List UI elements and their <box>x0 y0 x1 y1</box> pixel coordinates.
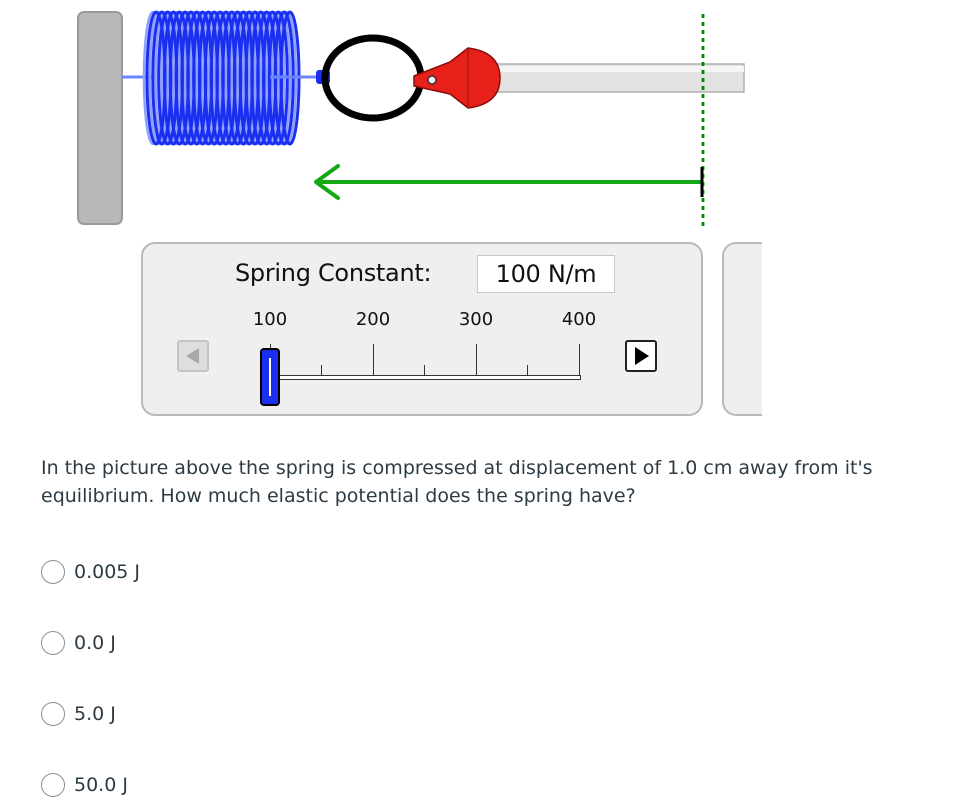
spring-constant-title: Spring Constant: <box>235 259 432 287</box>
radio-button[interactable] <box>41 702 65 726</box>
triangle-left-icon <box>186 348 199 364</box>
answer-option-label: 0.005 J <box>74 561 141 583</box>
wall <box>77 11 123 225</box>
pull-handle-icon[interactable] <box>413 47 501 109</box>
radio-button[interactable] <box>41 560 65 584</box>
slider-tick-label: 400 <box>561 309 597 330</box>
slider-thumb[interactable] <box>260 348 280 406</box>
simulation-canvas <box>77 10 745 226</box>
secondary-panel-edge <box>722 242 762 416</box>
slider-tick-label: 300 <box>458 309 494 330</box>
slider-tick-label: 200 <box>355 309 391 330</box>
answer-option[interactable]: 0.005 J <box>41 558 140 586</box>
spring-constant-panel: Spring Constant: 100 N/m 100 200 300 400 <box>141 242 703 416</box>
ring-hook-icon <box>321 34 425 122</box>
decrement-arrow-button[interactable] <box>177 340 209 372</box>
answer-option[interactable]: 5.0 J <box>41 700 116 728</box>
slider-minor-tick <box>321 365 322 376</box>
slider-major-tick <box>579 344 580 376</box>
radio-button[interactable] <box>41 631 65 655</box>
force-arrow-icon <box>314 164 704 200</box>
slider-tick-label: 100 <box>252 309 288 330</box>
answer-option[interactable]: 0.0 J <box>41 629 116 657</box>
triangle-right-icon <box>635 347 649 365</box>
increment-arrow-button[interactable] <box>625 340 657 372</box>
slider-minor-tick <box>424 365 425 376</box>
answer-option-label: 5.0 J <box>74 703 116 725</box>
spring-simulation: Spring Constant: 100 N/m 100 200 300 400 <box>77 10 762 416</box>
slider-minor-tick <box>527 365 528 376</box>
answer-option-label: 50.0 J <box>74 774 128 796</box>
spring-constant-readout: 100 N/m <box>477 255 615 293</box>
coil-spring-icon[interactable] <box>142 10 301 146</box>
slider-major-tick <box>373 344 374 376</box>
radio-button[interactable] <box>41 773 65 797</box>
answer-option-label: 0.0 J <box>74 632 116 654</box>
slider-track[interactable] <box>269 375 581 380</box>
slider-major-tick <box>476 344 477 376</box>
question-text: In the picture above the spring is compr… <box>41 457 873 507</box>
answer-option[interactable]: 50.0 J <box>41 771 128 799</box>
